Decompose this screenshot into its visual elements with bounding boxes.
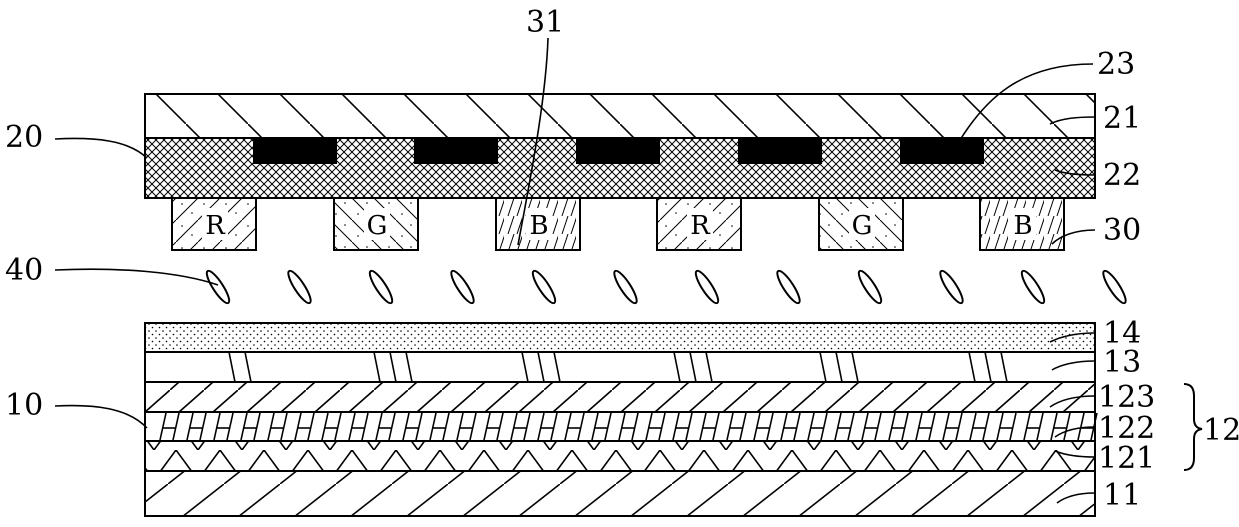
label-10: 10 [5,388,43,423]
black-matrix-4 [738,138,822,164]
black-matrix-2 [414,138,498,164]
label-20: 20 [5,120,43,155]
lc-molecule-8 [774,268,803,305]
label-23: 23 [1097,47,1135,82]
lc-molecule-10 [937,268,966,305]
layer-21 [145,94,1095,138]
layer-121 [145,441,1095,471]
color-filter-1-letter: R [205,211,226,241]
leader-20 [55,138,147,158]
lower-substrate [145,323,1097,516]
label-31: 31 [526,5,564,40]
lc-molecule-3 [366,268,395,305]
label-11: 11 [1103,478,1141,513]
layer-14 [145,323,1095,352]
label-123: 123 [1098,380,1155,415]
black-matrix-5 [900,138,984,164]
color-filter-2-letter: G [367,211,388,241]
lc-molecule-6 [611,268,640,305]
layer-123 [145,382,1095,412]
lc-molecule-12 [1100,268,1129,305]
label-30: 30 [1103,213,1141,248]
black-matrix-3 [576,138,660,164]
label-13: 13 [1103,345,1141,380]
lc-molecule-2 [285,268,314,305]
label-22: 22 [1103,158,1141,193]
leader-10 [55,406,147,428]
color-filter-5-letter: G [852,211,873,241]
upper-substrate [145,94,1095,198]
lc-molecule-9 [855,268,884,305]
color-filter-group: RGBRGB [172,198,1064,250]
lc-molecule-5 [529,268,558,305]
label-12: 12 [1203,413,1239,448]
lc-molecule-11 [1018,268,1047,305]
color-filter-3-letter: B [529,211,548,241]
color-filter-4-letter: R [690,211,711,241]
label-121: 121 [1098,441,1155,476]
color-filter-6-letter: B [1013,211,1032,241]
leader-40 [55,269,218,285]
liquid-crystal-group [203,268,1129,305]
lc-molecule-1 [203,268,232,305]
brace-12 [1184,384,1202,470]
label-21: 21 [1103,101,1141,136]
layer-13 [145,352,1095,382]
black-matrix-1 [253,138,337,164]
lc-molecule-4 [448,268,477,305]
layer-11 [145,471,1095,516]
label-40: 40 [5,253,43,288]
lc-molecule-7 [692,268,721,305]
